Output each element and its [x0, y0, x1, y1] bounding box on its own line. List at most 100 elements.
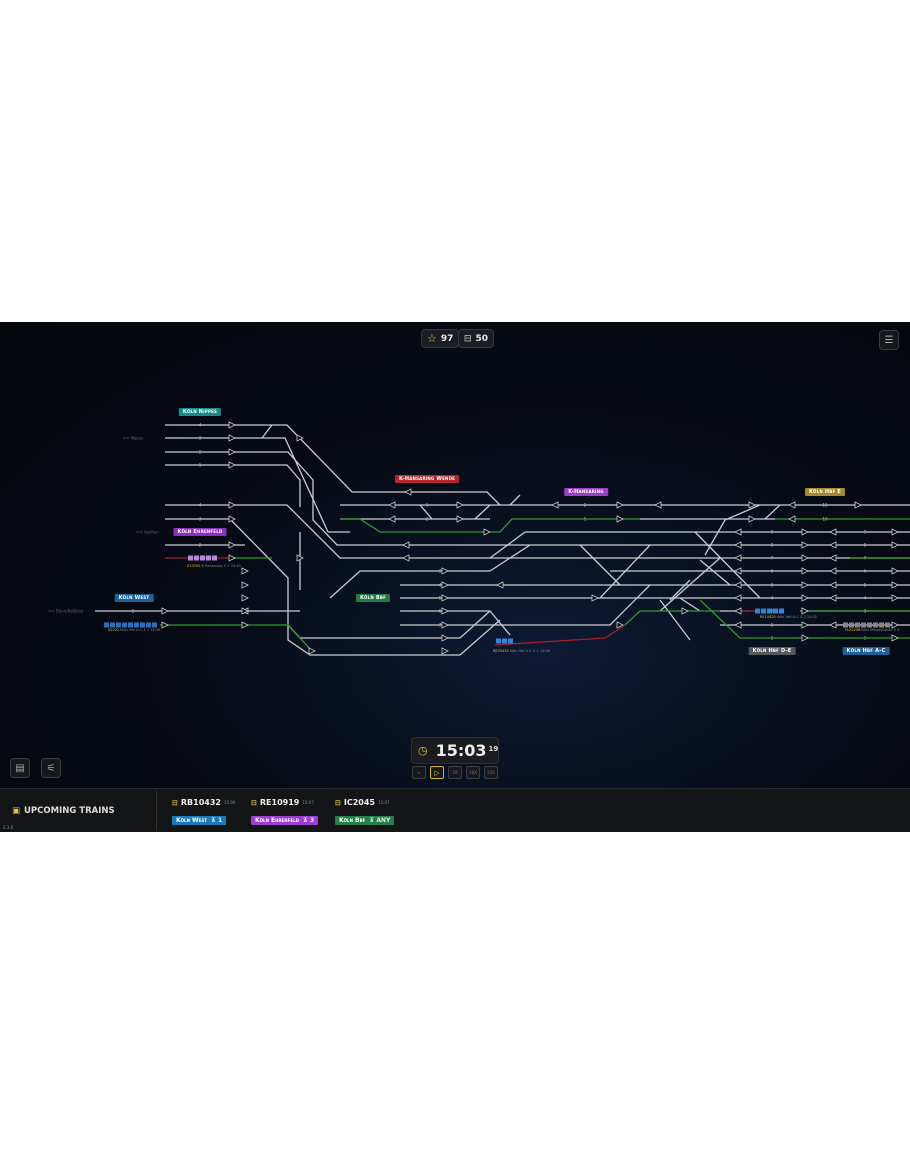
station-label[interactable]: Köln Hbf A-C: [842, 647, 890, 655]
signal-icon[interactable]: [402, 554, 410, 562]
signal-icon[interactable]: [734, 607, 742, 615]
signal-icon[interactable]: [496, 581, 504, 589]
signal-icon[interactable]: [734, 594, 742, 602]
signal-icon[interactable]: [801, 567, 809, 575]
signal-icon[interactable]: [441, 634, 449, 642]
station-label[interactable]: Köln Nippes: [178, 408, 222, 416]
signal-icon[interactable]: [891, 634, 899, 642]
signal-icon[interactable]: [228, 448, 236, 456]
train-info[interactable]: S2202 Köln Hbf A-C ⊼ 1 15:30: [108, 628, 160, 632]
signal-icon[interactable]: [854, 501, 862, 509]
station-label[interactable]: Köln Hbf E: [804, 488, 846, 496]
signal-icon[interactable]: [228, 421, 236, 429]
signal-icon[interactable]: [891, 541, 899, 549]
signal-icon[interactable]: [456, 515, 464, 523]
train-car[interactable]: [212, 555, 217, 561]
signal-icon[interactable]: [441, 581, 449, 589]
signal-icon[interactable]: [616, 501, 624, 509]
signal-icon[interactable]: [228, 501, 236, 509]
signal-icon[interactable]: [308, 647, 316, 655]
signal-icon[interactable]: [891, 567, 899, 575]
timetable-button[interactable]: ▤: [10, 758, 30, 778]
signal-icon[interactable]: [456, 501, 464, 509]
train-car[interactable]: [188, 555, 193, 561]
station-label[interactable]: Köln West: [114, 594, 154, 602]
signal-icon[interactable]: [801, 621, 809, 629]
train-info[interactable]: S33200 K-Hansaring ⊼ 1 05:40: [187, 564, 241, 568]
train-car[interactable]: [134, 622, 139, 628]
signal-icon[interactable]: [241, 594, 249, 602]
signal-icon[interactable]: [801, 528, 809, 536]
train-car[interactable]: [502, 638, 507, 644]
signal-icon[interactable]: [891, 581, 899, 589]
train-car[interactable]: [508, 638, 513, 644]
signal-icon[interactable]: [801, 607, 809, 615]
train-car[interactable]: [146, 622, 151, 628]
track-map[interactable]: [0, 322, 910, 788]
signal-icon[interactable]: [441, 647, 449, 655]
signal-icon[interactable]: [441, 607, 449, 615]
train-car[interactable]: [767, 608, 772, 614]
signal-icon[interactable]: [296, 434, 304, 442]
signal-icon[interactable]: [748, 515, 756, 523]
signal-icon[interactable]: [161, 621, 169, 629]
train-car[interactable]: [861, 622, 866, 628]
signal-icon[interactable]: [829, 581, 837, 589]
speed-button[interactable]: 10X: [466, 766, 480, 779]
train-car[interactable]: [885, 622, 890, 628]
train-car[interactable]: [849, 622, 854, 628]
signal-icon[interactable]: [241, 621, 249, 629]
signal-icon[interactable]: [801, 541, 809, 549]
speed-button[interactable]: 5X: [448, 766, 462, 779]
signal-icon[interactable]: [829, 554, 837, 562]
signal-icon[interactable]: [734, 621, 742, 629]
signal-icon[interactable]: [734, 567, 742, 575]
signal-icon[interactable]: [591, 594, 599, 602]
signal-icon[interactable]: [551, 501, 559, 509]
train-car[interactable]: [206, 555, 211, 561]
train-car[interactable]: [873, 622, 878, 628]
signal-icon[interactable]: [241, 607, 249, 615]
signal-icon[interactable]: [829, 621, 837, 629]
signal-icon[interactable]: [801, 634, 809, 642]
signal-icon[interactable]: [734, 541, 742, 549]
signal-icon[interactable]: [801, 594, 809, 602]
signal-icon[interactable]: [829, 528, 837, 536]
train-car[interactable]: [128, 622, 133, 628]
station-label[interactable]: K-Hansaring: [564, 488, 608, 496]
signal-icon[interactable]: [241, 567, 249, 575]
menu-button[interactable]: ☰: [879, 330, 899, 350]
train-car[interactable]: [140, 622, 145, 628]
signal-icon[interactable]: [441, 567, 449, 575]
signal-icon[interactable]: [801, 554, 809, 562]
signal-icon[interactable]: [788, 501, 796, 509]
signal-icon[interactable]: [801, 581, 809, 589]
signal-icon[interactable]: [228, 515, 236, 523]
signal-icon[interactable]: [228, 461, 236, 469]
speed-button[interactable]: 25X: [484, 766, 498, 779]
train-car[interactable]: [122, 622, 127, 628]
signal-icon[interactable]: [654, 501, 662, 509]
train-car[interactable]: [755, 608, 760, 614]
settings-button[interactable]: ⚟: [41, 758, 61, 778]
signal-icon[interactable]: [681, 607, 689, 615]
signal-icon[interactable]: [616, 515, 624, 523]
signal-icon[interactable]: [734, 581, 742, 589]
train-car[interactable]: [843, 622, 848, 628]
signal-icon[interactable]: [388, 515, 396, 523]
train-car[interactable]: [855, 622, 860, 628]
train-car[interactable]: [194, 555, 199, 561]
train-info[interactable]: FLX2206 Köln Messe/Deutz ⊼ 3: [845, 628, 899, 632]
signal-icon[interactable]: [441, 594, 449, 602]
signal-icon[interactable]: [161, 607, 169, 615]
signal-icon[interactable]: [734, 528, 742, 536]
signal-icon[interactable]: [891, 594, 899, 602]
speed-button[interactable]: ⏸: [412, 766, 426, 779]
signal-icon[interactable]: [241, 581, 249, 589]
signal-icon[interactable]: [829, 594, 837, 602]
train-car[interactable]: [773, 608, 778, 614]
signal-icon[interactable]: [441, 621, 449, 629]
